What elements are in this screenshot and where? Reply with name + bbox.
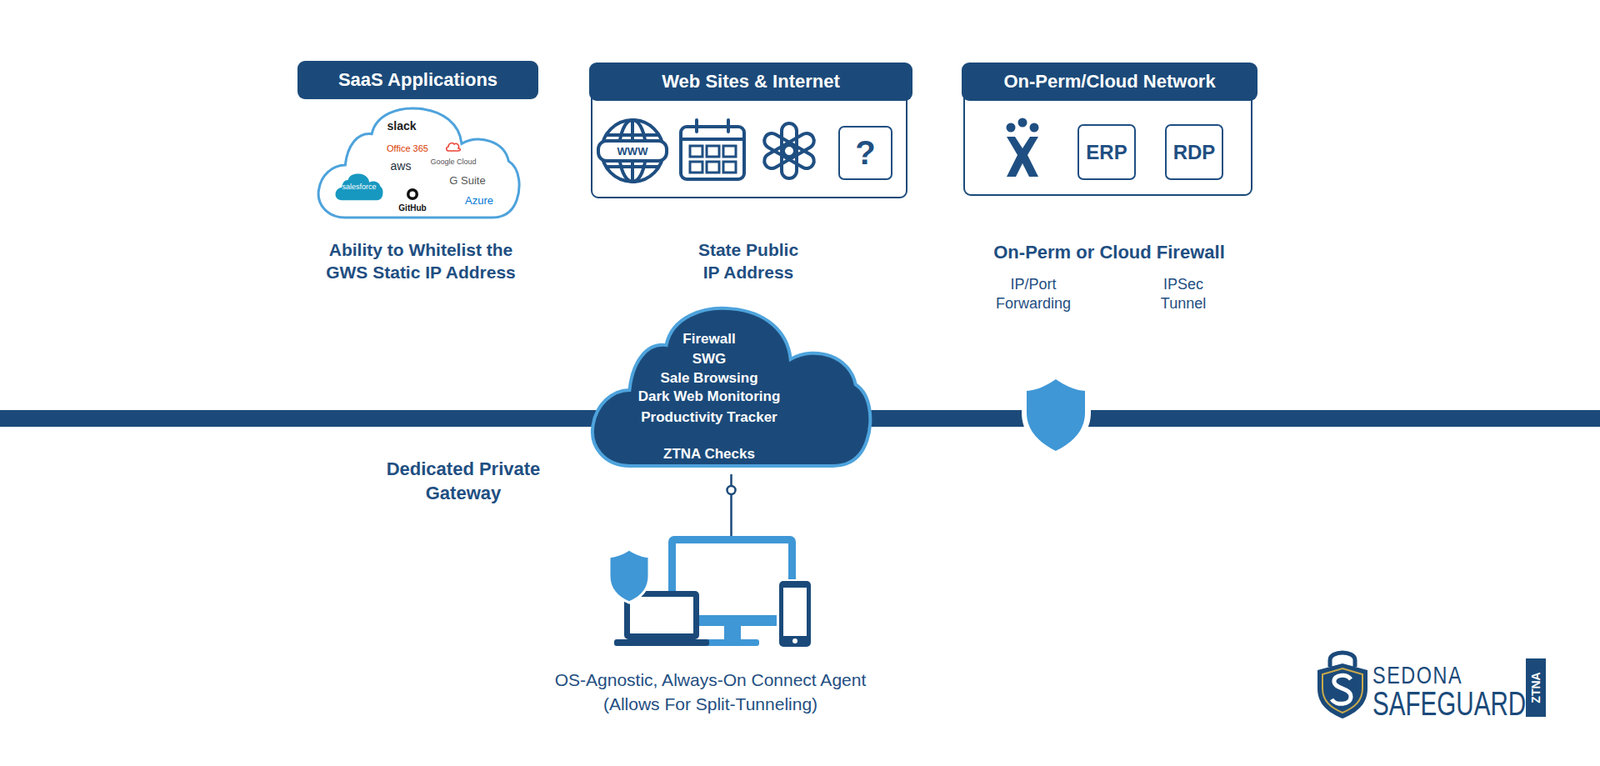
calendar-icon [706,145,720,157]
header-text: SaaS Applications [338,69,498,91]
globe-icon [598,120,667,182]
jira-icon [1006,136,1039,177]
devices-illustration [776,579,814,649]
caption-label: State Public IP Address [675,238,822,284]
brand-logo-shield [1322,668,1363,713]
saas-logo-text: salesforce [341,182,376,191]
github-mark [405,187,420,201]
openai-icon [761,130,799,161]
service-item: Dark Web Monitoring [638,388,781,405]
saas-logo-text: G Suite [449,174,485,187]
github-mark [410,191,416,198]
jira-icon [1006,123,1016,133]
calendar-icon [723,161,736,173]
brand-tag [1525,658,1546,717]
calendar-icon [680,126,745,180]
service-item: SWG [692,350,727,368]
app-label: ERP [1085,140,1127,165]
calendar-icon [723,145,736,157]
header-tab: Web Sites & Internet [589,62,913,101]
service-item: ZTNA Checks [663,445,755,463]
salesforce-badge [335,173,384,200]
calendar-icon [690,161,703,173]
jira-icon [1018,118,1028,128]
saas-logo-text: Office 365 [386,143,429,154]
app-box: RDP [1165,124,1225,180]
devices-illustration [783,587,807,636]
security-shield [1026,379,1085,451]
devices-illustration [779,580,811,647]
jira-icon [1030,123,1040,133]
cloud-shape: slackOffice 365Google Cloud aws G Suite sal… [316,106,521,224]
saas-logo-text: Azure [465,194,494,207]
brand-name: SAFEGUARD [1372,681,1526,725]
app-label: RDP [1173,140,1216,165]
cloud-outline [592,308,870,466]
caption-label: IP/Port Forwarding [985,275,1082,314]
header-tab: SaaS Applications [297,60,539,100]
globe-icon [605,165,660,169]
gcloud-mark [446,143,461,151]
calendar-icon [695,120,699,132]
header-tab: On-Perm/Cloud Network [961,62,1258,101]
service-item: Productivity Tracker [640,409,777,426]
caption-label: IPSec Tunnel [1145,275,1221,314]
calendar-icon [690,145,703,157]
connector-dot [727,485,736,495]
devices-illustration [792,638,798,644]
brand-name: ZTNA [1528,671,1544,703]
gcloud-mark [445,141,461,152]
security-shield [1021,374,1091,457]
brand-logo-shield [1317,652,1368,719]
globe-icon [605,133,660,137]
calendar-icon [680,120,745,180]
devices-illustration [724,625,741,641]
devices-illustration [705,639,760,646]
github-mark [406,188,419,200]
caption-label: Ability to Whitelist the GWS Static IP A… [302,238,540,284]
saas-logo-text: aws [390,159,412,173]
cloud-shape: FirewallSWG Sale BrowsingDark Web Monitor… [590,305,873,475]
connector-line [730,474,733,536]
saas-logo-text: GitHub [398,203,426,213]
brand-logo-shield [1331,675,1351,704]
caption-label: On-Perm or Cloud Firewall [993,240,1225,265]
calendar-icon [706,161,720,173]
cloud-outline [318,108,520,218]
endpoint-devices: OS-Agnostic, Always-On Connect Agent (Al… [607,535,814,649]
saas-logo-text: slack [386,119,416,133]
caption-label: Dedicated Private Gateway [365,456,562,505]
service-item: Firewall [682,330,735,348]
devices-illustration [607,535,814,649]
calendar-icon [726,120,730,132]
category-panel: Web Sites & Internet? [590,63,908,199]
app-label: ? [855,134,875,172]
saas-logo-text: Google Cloud [430,157,476,166]
openai-icon [761,123,817,179]
app-box: ERP [1077,124,1135,180]
calendar-icon [680,137,745,141]
globe-icon [598,140,667,161]
jira-icon [1006,118,1040,178]
security-shield [1021,374,1091,457]
icon-text: WWW [617,144,649,159]
app-box: ? [838,125,893,180]
devices-illustration [609,549,650,603]
category-panel: On-Perm/Cloud NetworkERPRDP [963,63,1253,196]
brand-logo-shield [1317,663,1368,719]
devices-illustration [630,596,694,634]
service-item: Sale Browsing [660,370,758,387]
device-caption: OS-Agnostic, Always-On Connect Agent (Al… [540,667,882,716]
devices-illustration [614,639,710,646]
